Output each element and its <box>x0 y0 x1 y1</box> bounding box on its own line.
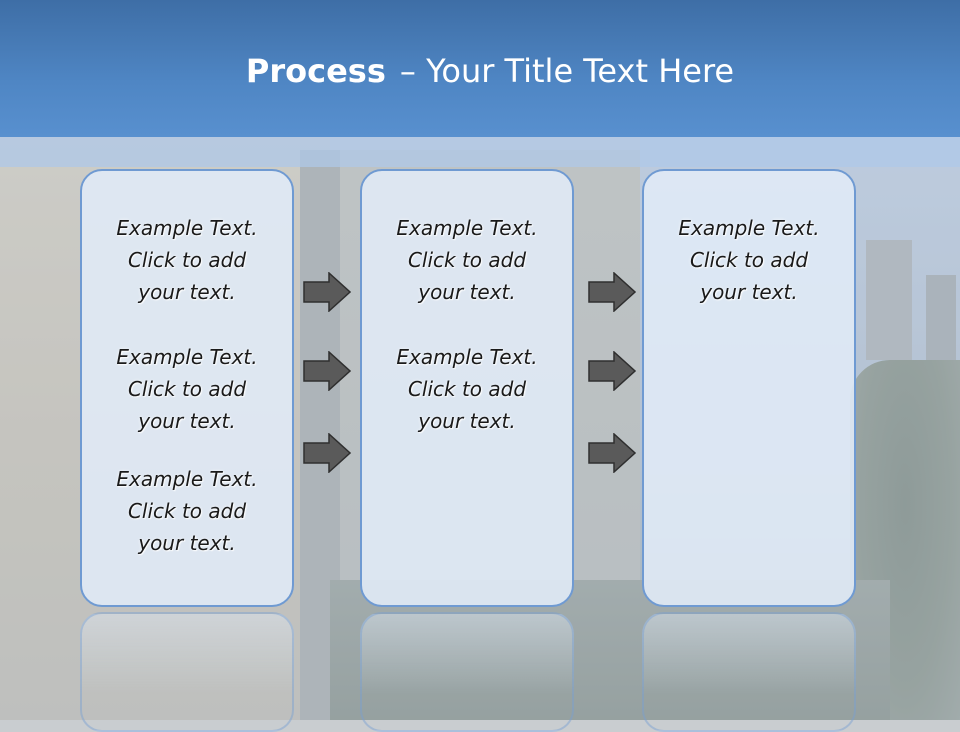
text-line: Example Text. <box>396 345 538 369</box>
right-arrow-icon <box>303 433 351 473</box>
box-reflection <box>642 612 856 732</box>
process-step-box-2[interactable]: Example Text. Click to add your text. Ex… <box>360 169 574 607</box>
text-line: Click to add <box>127 499 247 523</box>
process-step-box-3[interactable]: Example Text. Click to add your text. <box>642 169 856 607</box>
slide-title[interactable]: Process – Your Title Text Here <box>0 52 960 90</box>
box-reflection <box>360 612 574 732</box>
right-arrow-icon <box>588 433 636 473</box>
text-line: your text. <box>138 531 236 555</box>
right-arrow-icon <box>588 272 636 312</box>
step-text[interactable]: Example Text. Click to add your text. <box>82 212 292 308</box>
text-line: Example Text. <box>116 467 258 491</box>
right-arrow-icon <box>303 272 351 312</box>
title-bar <box>0 0 960 137</box>
text-line: Example Text. <box>678 216 820 240</box>
text-line: Click to add <box>407 377 527 401</box>
text-line: Click to add <box>127 377 247 401</box>
text-line: Example Text. <box>116 216 258 240</box>
step-text[interactable]: Example Text. Click to add your text. <box>362 341 572 437</box>
text-line: your text. <box>418 280 516 304</box>
text-line: Example Text. <box>396 216 538 240</box>
box-reflection <box>80 612 294 732</box>
step-text[interactable]: Example Text. Click to add your text. <box>362 212 572 308</box>
slide-title-bold: Process <box>245 52 386 90</box>
text-line: your text. <box>138 409 236 433</box>
text-line: Example Text. <box>116 345 258 369</box>
text-line: Click to add <box>407 248 527 272</box>
text-line: your text. <box>700 280 798 304</box>
chimney <box>866 240 912 360</box>
process-step-box-1[interactable]: Example Text. Click to add your text. Ex… <box>80 169 294 607</box>
right-arrow-icon <box>303 351 351 391</box>
right-arrow-icon <box>588 351 636 391</box>
text-line: Click to add <box>127 248 247 272</box>
text-line: Click to add <box>689 248 809 272</box>
title-band <box>0 137 960 167</box>
text-line: your text. <box>138 280 236 304</box>
step-text[interactable]: Example Text. Click to add your text. <box>644 212 854 308</box>
text-line: your text. <box>418 409 516 433</box>
step-text[interactable]: Example Text. Click to add your text. <box>82 463 292 559</box>
step-text[interactable]: Example Text. Click to add your text. <box>82 341 292 437</box>
slide-title-rest: – Your Title Text Here <box>399 52 735 90</box>
